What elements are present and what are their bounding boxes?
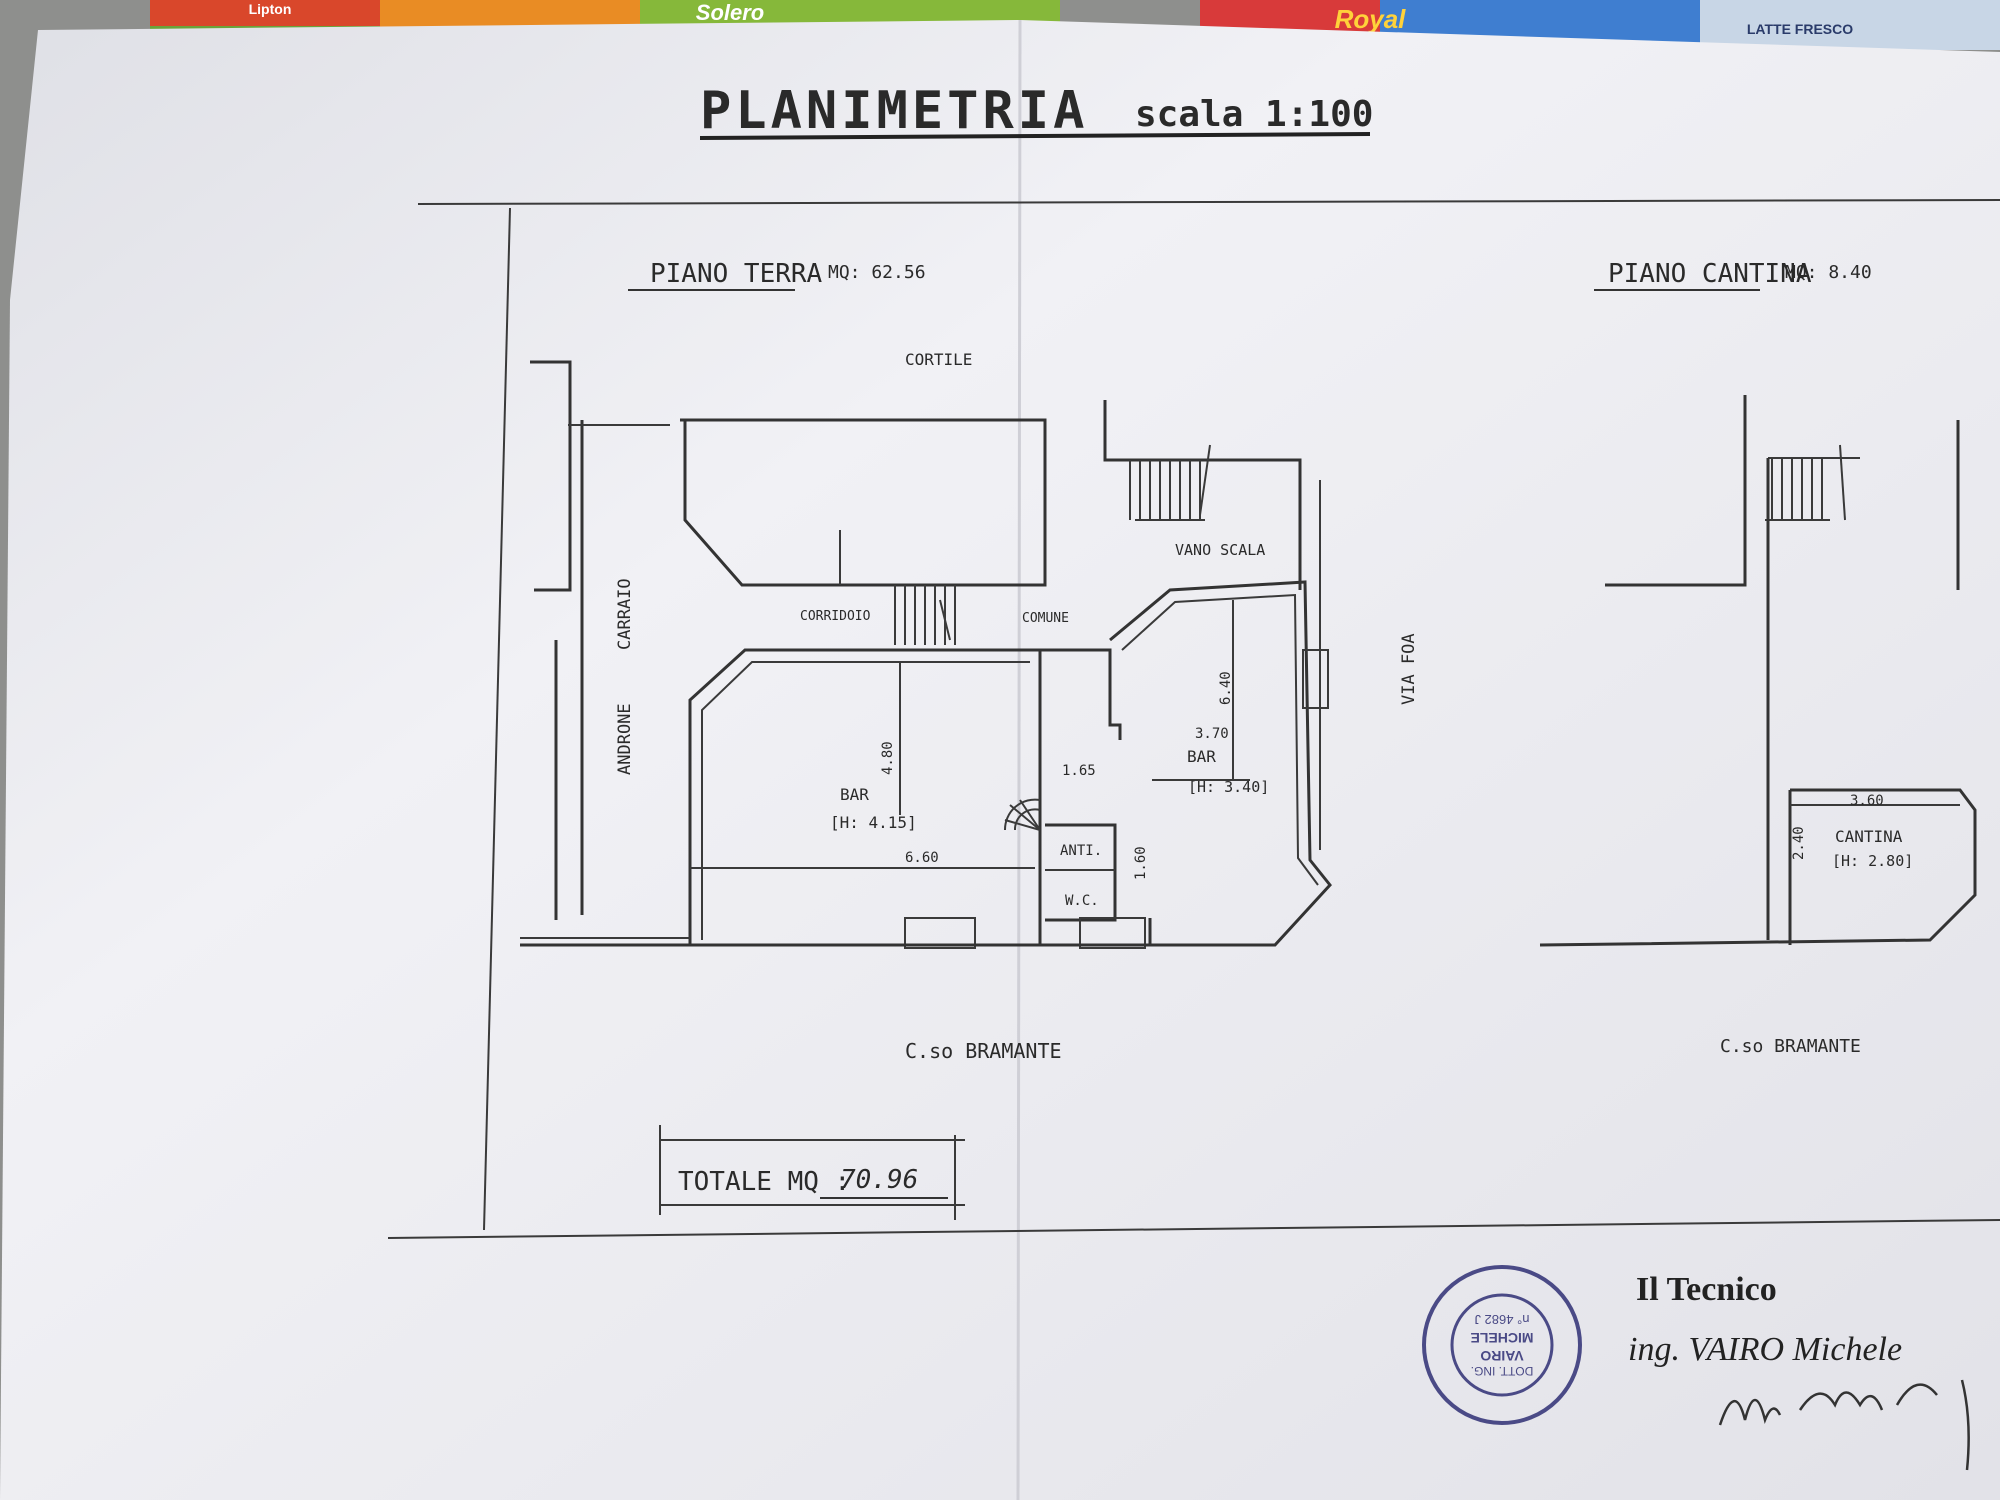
title-underline [699,132,1371,140]
label-corso-bramante: C.so BRAMANTE [905,1039,1062,1063]
left-bar-width: 6.60 [905,850,939,866]
technician-signature [1718,1379,1970,1471]
right-bar-name: BAR [1187,747,1216,766]
spiral-stair [1003,798,1041,831]
dim-wc: 1.60 [1133,846,1149,880]
total-value: 70.96 [840,1165,918,1195]
technician-name: ing. VAIRO Michele [1628,1331,1902,1368]
left-bar-name: BAR [840,785,869,804]
label-anti: ANTI. [1060,843,1102,859]
stairwell-stairs [1129,444,1211,521]
right-bar-depth: 6.40 [1218,671,1234,705]
technician-heading: Il Tecnico [1636,1271,1777,1308]
label-corridoio: CORRIDOIO [800,609,871,624]
label-vano-scala: VANO SCALA [1175,541,1265,559]
package-label-2: Solero [696,0,764,25]
corridor-stairs [894,585,956,645]
cellar-room-name: CANTINA [1835,827,1903,846]
right-bar-height: [H: 3.40] [1188,778,1269,796]
ground-floor-area: MQ: 62.56 [828,262,926,283]
fold-line [1016,19,1022,1500]
cellar-width: 3.60 [1850,793,1884,809]
dim-small: 1.65 [1062,763,1096,779]
cellar-plan [1539,395,1977,947]
label-androne: ANDRONE [615,703,635,775]
ground-floor-plan [520,360,1332,949]
label-cortile: CORTILE [905,350,972,369]
label-comune: COMUNE [1022,611,1069,626]
package-label-4: LATTE FRESCO [1747,21,1853,37]
cellar-room-height: [H: 2.80] [1832,852,1913,870]
stamp-name-line-2: VAIRO [1480,1348,1523,1364]
label-wc: W.C. [1065,893,1099,909]
total-box [659,1125,965,1220]
sheet-title: PLANIMETRIA [700,81,1088,141]
total-label: TOTALE MQ : [678,1167,850,1197]
left-bar-depth: 4.80 [880,741,896,775]
stamp-name-line-1: DOTT. ING. [1471,1364,1534,1378]
package-label-3: Royal [1335,4,1407,34]
ground-floor-title: PIANO TERRA [650,259,823,289]
stamp-name-line-3: MICHELE [1471,1330,1534,1346]
engineer-stamp: DOTT. ING. VAIRO MICHELE n° 4682 J [1422,1265,1582,1425]
stamp-name-line-4: n° 4682 J [1474,1312,1529,1327]
sheet-scale: scala 1:100 [1135,94,1373,135]
package-label-1: Lipton [249,1,292,17]
left-bar-height: [H: 4.15] [830,813,917,832]
paper-sheet [0,20,2000,1500]
cellar-street-front: C.so BRAMANTE [1720,1036,1861,1057]
drawing-frame [387,199,2000,1239]
cellar-depth: 2.40 [1791,826,1807,860]
cellar-title: PIANO CANTINA [1608,259,1812,289]
label-via-foa: VIA FOA [1399,633,1419,705]
label-carraio: CARRAIO [615,578,635,650]
right-bar-width: 3.70 [1195,726,1229,742]
cellar-area: MQ: 8.40 [1785,262,1872,283]
